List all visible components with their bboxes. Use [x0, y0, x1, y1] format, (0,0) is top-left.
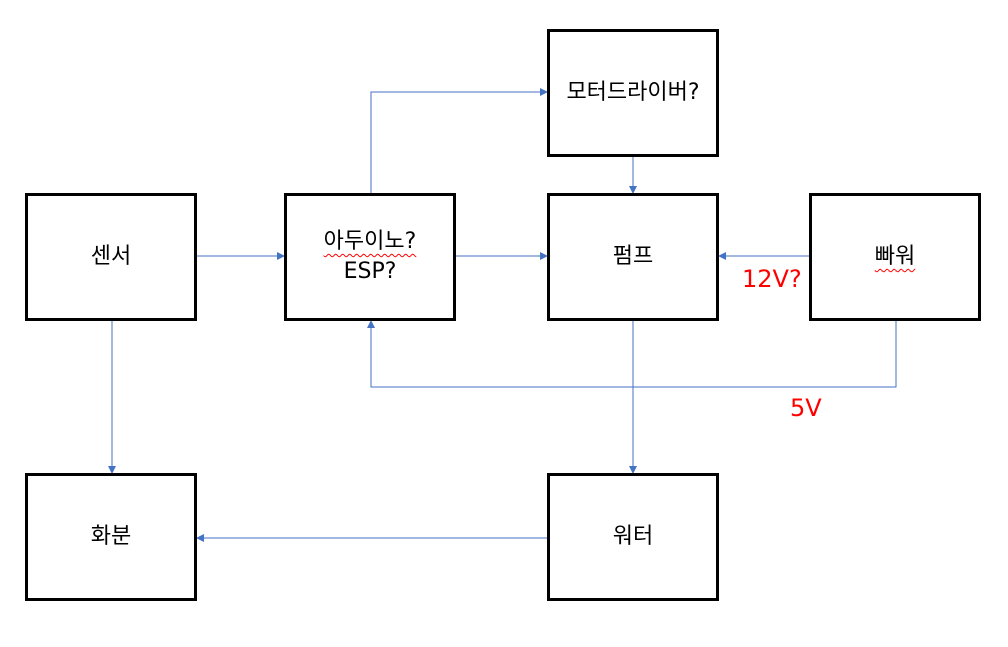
flowerpot-label: 화분: [90, 524, 132, 549]
voltage-label-5v: 5V: [790, 394, 822, 422]
water-label: 워터: [612, 524, 654, 549]
arduino-label: 아두이노?: [323, 229, 417, 254]
flowerpot-node[interactable]: 화분: [25, 473, 197, 601]
voltage-label-12v: 12V?: [742, 265, 802, 293]
sensor-node[interactable]: 센서: [25, 193, 197, 321]
power-label: 빠워: [874, 244, 916, 269]
arduino-node[interactable]: 아두이노? ESP?: [284, 193, 456, 321]
water-node[interactable]: 워터: [547, 473, 719, 601]
arrow-arduino-to-motor-driver: [370, 88, 548, 193]
pump-label: 펌프: [612, 244, 654, 269]
motor-driver-label: 모터드라이버?: [566, 80, 700, 105]
esp-label: ESP?: [343, 259, 397, 284]
motor-driver-node[interactable]: 모터드라이버?: [547, 29, 719, 157]
pump-node[interactable]: 펌프: [547, 193, 719, 321]
sensor-label: 센서: [90, 244, 132, 269]
power-node[interactable]: 빠워: [809, 193, 981, 321]
